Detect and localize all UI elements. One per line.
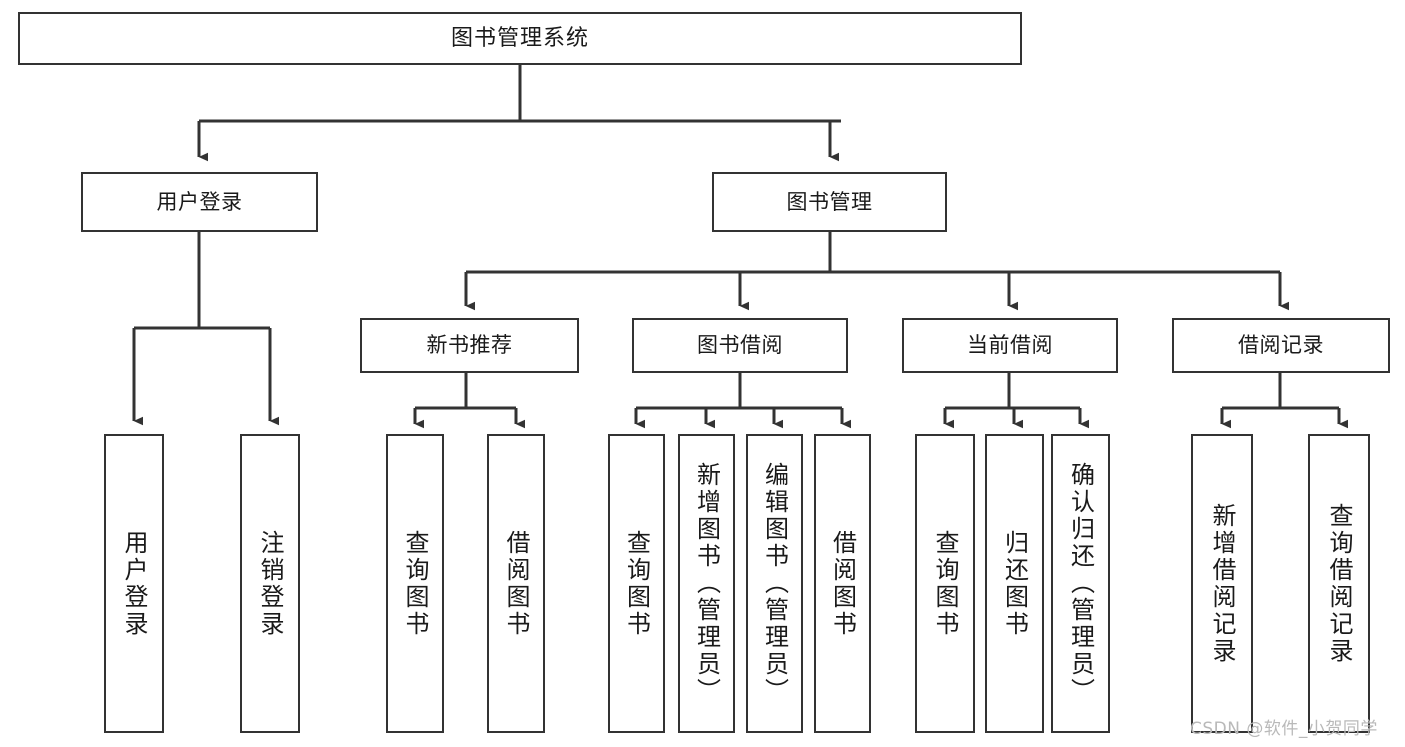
node-leaf-query-record-label: 查询借阅记录 [1325, 502, 1353, 665]
node-leaf-edit-book-label: 编辑图书（管理员） [760, 462, 789, 705]
node-leaf-borrow-book-1-label: 借阅图书 [502, 529, 530, 638]
edge-user-login-to-leaves [132, 232, 280, 426]
node-leaf-user-login-label: 用户登录 [120, 529, 148, 638]
node-leaf-add-book[interactable]: 新增图书（管理员） [678, 434, 735, 733]
node-root[interactable]: 图书管理系统 [18, 12, 1022, 65]
node-leaf-add-record-label: 新增借阅记录 [1208, 502, 1236, 665]
node-leaf-user-logout-label: 注销登录 [256, 529, 284, 638]
node-root-label: 图书管理系统 [450, 25, 589, 51]
node-leaf-add-record[interactable]: 新增借阅记录 [1191, 434, 1253, 733]
node-new-book-recommend-label: 新书推荐 [426, 333, 513, 358]
node-user-login-label: 用户登录 [156, 189, 243, 214]
node-leaf-query-book-2-label: 查询图书 [622, 529, 651, 638]
node-current-borrow[interactable]: 当前借阅 [902, 318, 1118, 373]
watermark-text: CSDN @软件_小贺同学 [1190, 719, 1378, 739]
node-leaf-user-login[interactable]: 用户登录 [104, 434, 164, 733]
node-book-manage[interactable]: 图书管理 [712, 172, 947, 232]
node-leaf-user-logout[interactable]: 注销登录 [240, 434, 300, 733]
edge-book-manage-to-level2 [464, 232, 1290, 311]
edge-current-borrow-to-leaves [943, 373, 1090, 429]
node-new-book-recommend[interactable]: 新书推荐 [360, 318, 579, 373]
edge-borrow-record-to-leaves [1220, 373, 1349, 429]
node-leaf-return-book-label: 归还图书 [1000, 529, 1029, 638]
node-book-borrow[interactable]: 图书借阅 [632, 318, 848, 373]
node-leaf-return-book[interactable]: 归还图书 [985, 434, 1044, 733]
node-leaf-query-book-2[interactable]: 查询图书 [608, 434, 665, 733]
node-leaf-borrow-book-2-label: 借阅图书 [828, 529, 857, 638]
node-leaf-query-book-3[interactable]: 查询图书 [915, 434, 975, 733]
edge-root-to-level1 [197, 65, 841, 162]
node-leaf-add-book-label: 新增图书（管理员） [692, 462, 721, 705]
node-leaf-query-book-1[interactable]: 查询图书 [386, 434, 444, 733]
node-current-borrow-label: 当前借阅 [967, 333, 1053, 358]
node-leaf-borrow-book-2[interactable]: 借阅图书 [814, 434, 871, 733]
node-leaf-query-book-3-label: 查询图书 [931, 529, 959, 638]
node-user-login[interactable]: 用户登录 [81, 172, 318, 232]
edge-book-borrow-to-leaves [634, 373, 852, 429]
node-leaf-borrow-book-1[interactable]: 借阅图书 [487, 434, 545, 733]
node-leaf-confirm-return[interactable]: 确认归还（管理员） [1051, 434, 1110, 733]
node-book-manage-label: 图书管理 [786, 189, 873, 214]
node-borrow-record-label: 借阅记录 [1238, 333, 1324, 358]
node-leaf-query-record[interactable]: 查询借阅记录 [1308, 434, 1370, 733]
node-leaf-query-book-1-label: 查询图书 [401, 529, 429, 638]
edge-new-book-recommend-to-leaves [413, 373, 526, 429]
node-borrow-record[interactable]: 借阅记录 [1172, 318, 1390, 373]
node-book-borrow-label: 图书借阅 [697, 333, 783, 358]
node-leaf-edit-book[interactable]: 编辑图书（管理员） [746, 434, 803, 733]
node-leaf-confirm-return-label: 确认归还（管理员） [1066, 462, 1095, 705]
